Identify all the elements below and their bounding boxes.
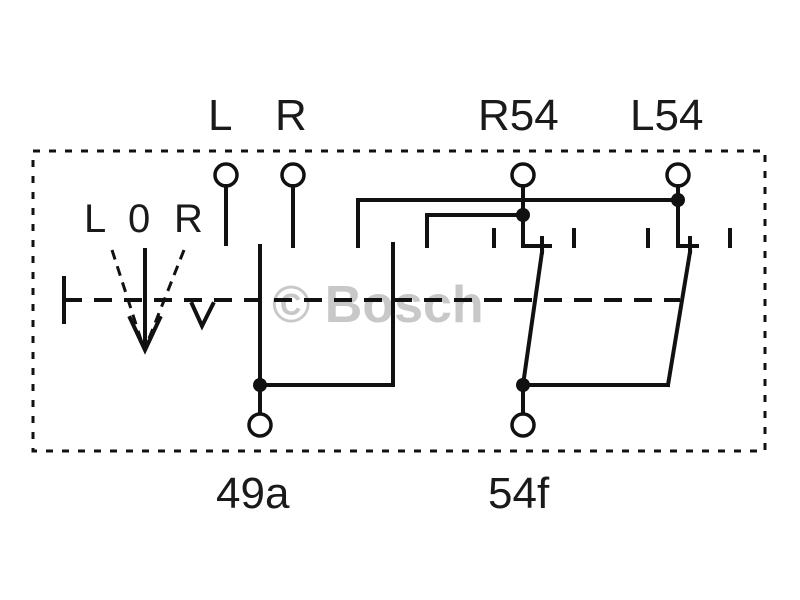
label-position-zero: 0 [128, 197, 150, 241]
contact-49a-loop [258, 242, 395, 387]
contact-l54-step [676, 198, 699, 248]
label-position-r: R [174, 197, 203, 241]
contact-54f-lever-right [665, 249, 693, 388]
terminal-l [213, 162, 239, 188]
label-terminal-r54: R54 [478, 91, 559, 140]
label-terminal-54f: 54f [488, 469, 550, 518]
housing-outline [31, 149, 767, 453]
terminal-r54 [510, 162, 536, 188]
watermark: © Bosch [272, 276, 484, 334]
contact-54f-lever-left [520, 249, 545, 388]
detent-notch [189, 301, 216, 331]
terminal-r [280, 162, 306, 188]
selector-arrow-head [127, 315, 163, 355]
terminal-l54 [665, 162, 691, 188]
label-terminal-l54: L54 [630, 91, 703, 140]
terminal-54f [510, 412, 536, 438]
label-terminal-49a: 49a [216, 469, 290, 518]
bus-r54 [425, 213, 525, 248]
terminal-49a [247, 412, 273, 438]
bus-l54 [356, 198, 680, 248]
label-position-l: L [84, 197, 106, 241]
label-terminal-l: L [208, 91, 232, 140]
label-terminal-r: R [275, 91, 307, 140]
